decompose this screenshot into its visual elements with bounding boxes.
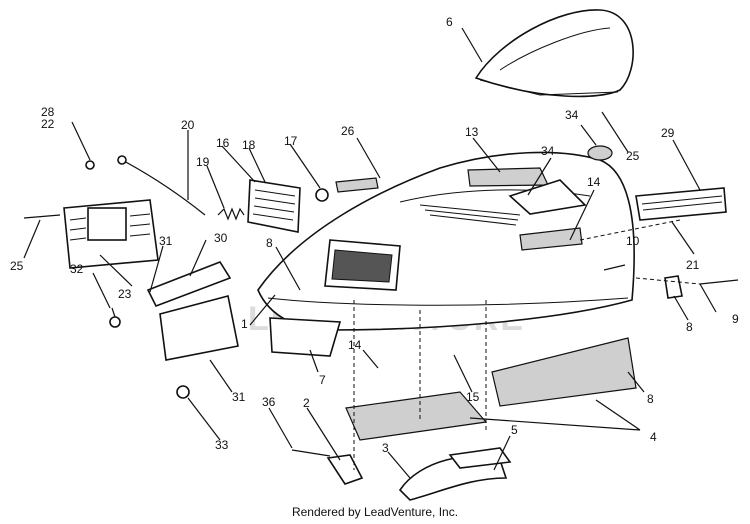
callout-35: 34 <box>565 108 579 122</box>
foam-pad-part <box>491 337 637 407</box>
callout-4: 4 <box>650 430 657 444</box>
bolt-part <box>23 214 61 219</box>
callout-labels: 6 34 25 13 26 34 14 29 21 10 9 8 8 4 5 1… <box>10 15 739 455</box>
callout-28: 29 <box>661 126 675 140</box>
callout-8-right: 8 <box>647 392 654 406</box>
leader-lines <box>23 27 717 479</box>
light-bar-part <box>146 261 232 308</box>
callout-24: 25 <box>10 259 24 273</box>
callout-15: 15 <box>466 390 480 404</box>
callout-34: 34 <box>541 144 555 158</box>
callout-5: 5 <box>511 423 518 437</box>
callout-14: 14 <box>587 175 601 189</box>
clip-part <box>85 160 95 170</box>
callout-26: 26 <box>341 124 355 138</box>
callout-9: 8 <box>686 320 693 334</box>
bracket-part <box>398 455 508 501</box>
grommet-part <box>176 385 190 399</box>
vent-grille-part <box>635 187 727 221</box>
bolt-part <box>291 449 331 457</box>
callout-16: 16 <box>216 136 230 150</box>
bracket-part <box>326 454 364 485</box>
assembly-line <box>635 277 701 285</box>
callout-14-lower: 14 <box>348 338 362 352</box>
bracket-part <box>664 275 683 299</box>
callout-33: 33 <box>215 438 229 452</box>
cap-part <box>587 145 613 161</box>
gauge-panel-part <box>63 199 159 269</box>
callout-22: 22 <box>41 117 55 131</box>
callout-13: 13 <box>465 125 479 139</box>
lens-part <box>159 295 239 361</box>
callout-27: 28 <box>41 105 55 119</box>
callout-29: 30 <box>214 231 228 245</box>
callout-10: 9 <box>732 312 739 326</box>
windshield-part <box>474 9 634 98</box>
bolt-head-part <box>109 316 121 328</box>
bracket-part <box>448 447 512 469</box>
callout-17: 17 <box>284 134 298 148</box>
callout-1: 1 <box>241 317 248 331</box>
knob-part <box>315 188 329 202</box>
callout-32: 32 <box>70 262 84 276</box>
bolt-part <box>699 279 739 285</box>
callout-11-12: 10 <box>626 234 640 248</box>
callout-36: 36 <box>262 395 276 409</box>
cable-part <box>121 159 206 216</box>
callout-7: 7 <box>319 373 326 387</box>
callout-19: 19 <box>196 155 210 169</box>
lower-panel-part <box>269 317 342 357</box>
decal-part <box>335 177 379 193</box>
callout-8-left: 8 <box>266 236 273 250</box>
callout-25: 25 <box>626 149 640 163</box>
callout-23: 23 <box>118 287 132 301</box>
assembly-line <box>579 219 681 241</box>
callout-3: 3 <box>382 441 389 455</box>
spring-part <box>217 207 245 221</box>
callout-21: 21 <box>686 258 700 272</box>
callout-18: 18 <box>242 138 256 152</box>
foam-pad-part <box>345 391 488 441</box>
callout-30: 31 <box>159 234 173 248</box>
callout-31: 31 <box>232 390 246 404</box>
cable-end-part <box>117 155 127 165</box>
credit-text: Rendered by LeadVenture, Inc. <box>291 505 459 519</box>
callout-2: 2 <box>303 396 310 410</box>
callout-6: 6 <box>446 15 453 29</box>
callout-20: 20 <box>181 118 195 132</box>
